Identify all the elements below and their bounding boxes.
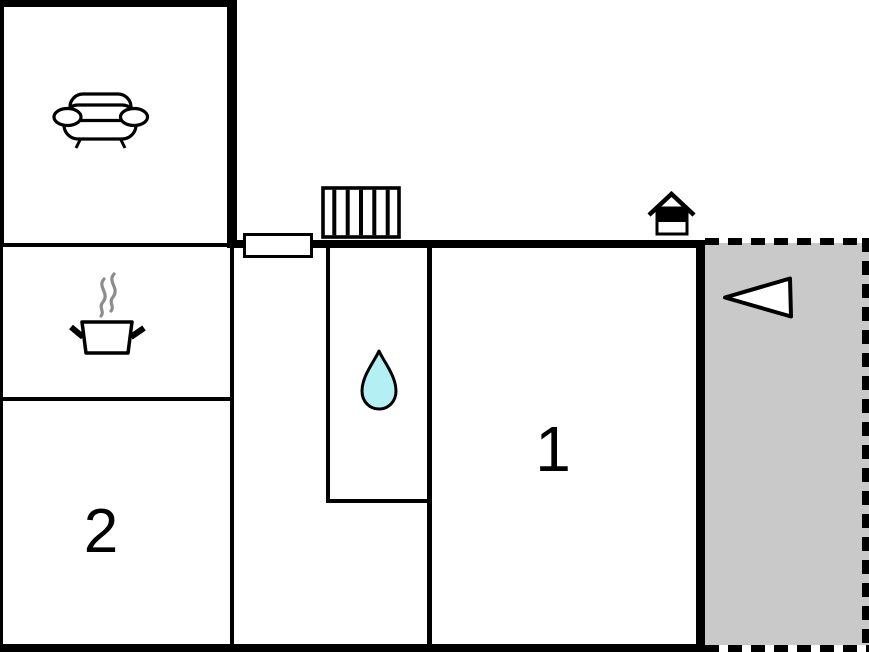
wall-outer-right: [696, 240, 705, 652]
steam-line: [99, 277, 107, 318]
terrace-dashed-border-top: [705, 238, 869, 245]
cooking-pot-icon: [69, 272, 146, 355]
wall-bathroom-bottom: [326, 499, 432, 503]
wall-bathroom-left: [326, 248, 330, 503]
wall-living-kitchen-divider: [0, 243, 237, 247]
wall-outer-left-lower: [0, 243, 3, 645]
wall-hall-left: [230, 247, 234, 644]
house-entrance-icon: [647, 191, 696, 236]
steam-line: [109, 272, 117, 313]
radiator-icon: [321, 186, 401, 239]
wall-outer-bottom: [0, 644, 705, 652]
arrow-left-icon: [723, 276, 793, 319]
sofa-icon: [52, 92, 150, 149]
wall-outer-left-upper: [0, 0, 4, 247]
room-2-label: 2: [83, 497, 119, 566]
wall-outer-top: [0, 0, 237, 7]
window-marker: [243, 233, 313, 258]
wall-bathroom-right: [427, 248, 432, 644]
wall-kitchen-room2-divider: [0, 397, 234, 401]
terrace-dashed-border-right: [862, 238, 869, 652]
room-1-label: 1: [535, 413, 571, 485]
terrace-dashed-border-bottom: [705, 645, 869, 652]
wall-living-room-right: [227, 0, 237, 248]
wall-main-horizontal: [237, 240, 705, 248]
water-drop-icon: [360, 349, 398, 411]
